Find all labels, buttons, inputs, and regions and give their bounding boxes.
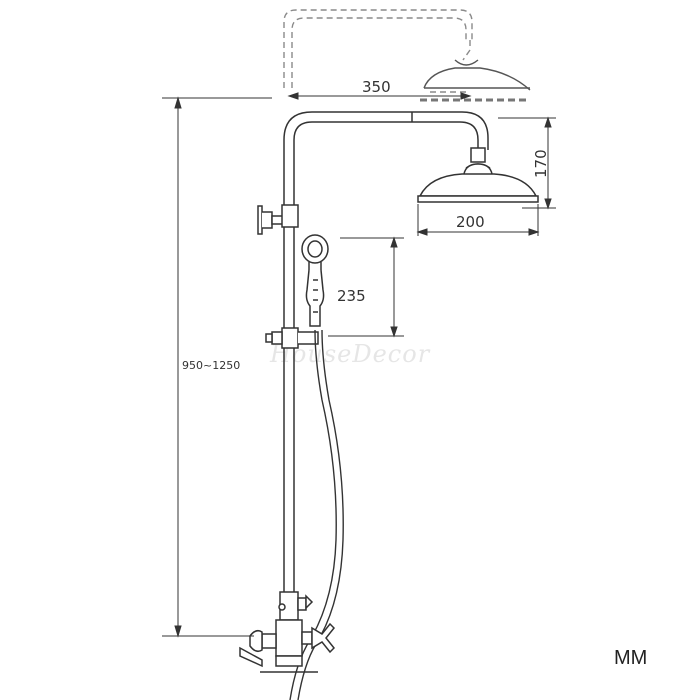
extended-shower-head	[423, 59, 531, 91]
lower-slider	[265, 327, 319, 349]
riser-pipe	[283, 111, 489, 616]
mixer-valve	[239, 591, 336, 673]
extended-position-outline	[283, 9, 473, 93]
dim-total-label-bg	[179, 356, 255, 372]
dim-total-height-lines	[162, 96, 272, 638]
dim-label-235: 235	[337, 287, 366, 305]
dim-label-350: 350	[362, 78, 391, 96]
shower-hose	[289, 329, 344, 700]
dim-235-lines	[328, 236, 404, 338]
unit-label: MM	[614, 647, 647, 669]
dim-label-170: 170	[532, 149, 550, 178]
dim-200-lines	[416, 204, 540, 236]
dim-170-lines	[498, 116, 556, 210]
dim-label-total-height: 950~1250	[182, 359, 240, 372]
dim-350-lines	[287, 92, 472, 100]
handheld-shower	[301, 234, 329, 327]
dim-label-200: 200	[456, 213, 485, 231]
wall-bracket	[257, 204, 299, 235]
rain-shower-head	[417, 147, 539, 203]
